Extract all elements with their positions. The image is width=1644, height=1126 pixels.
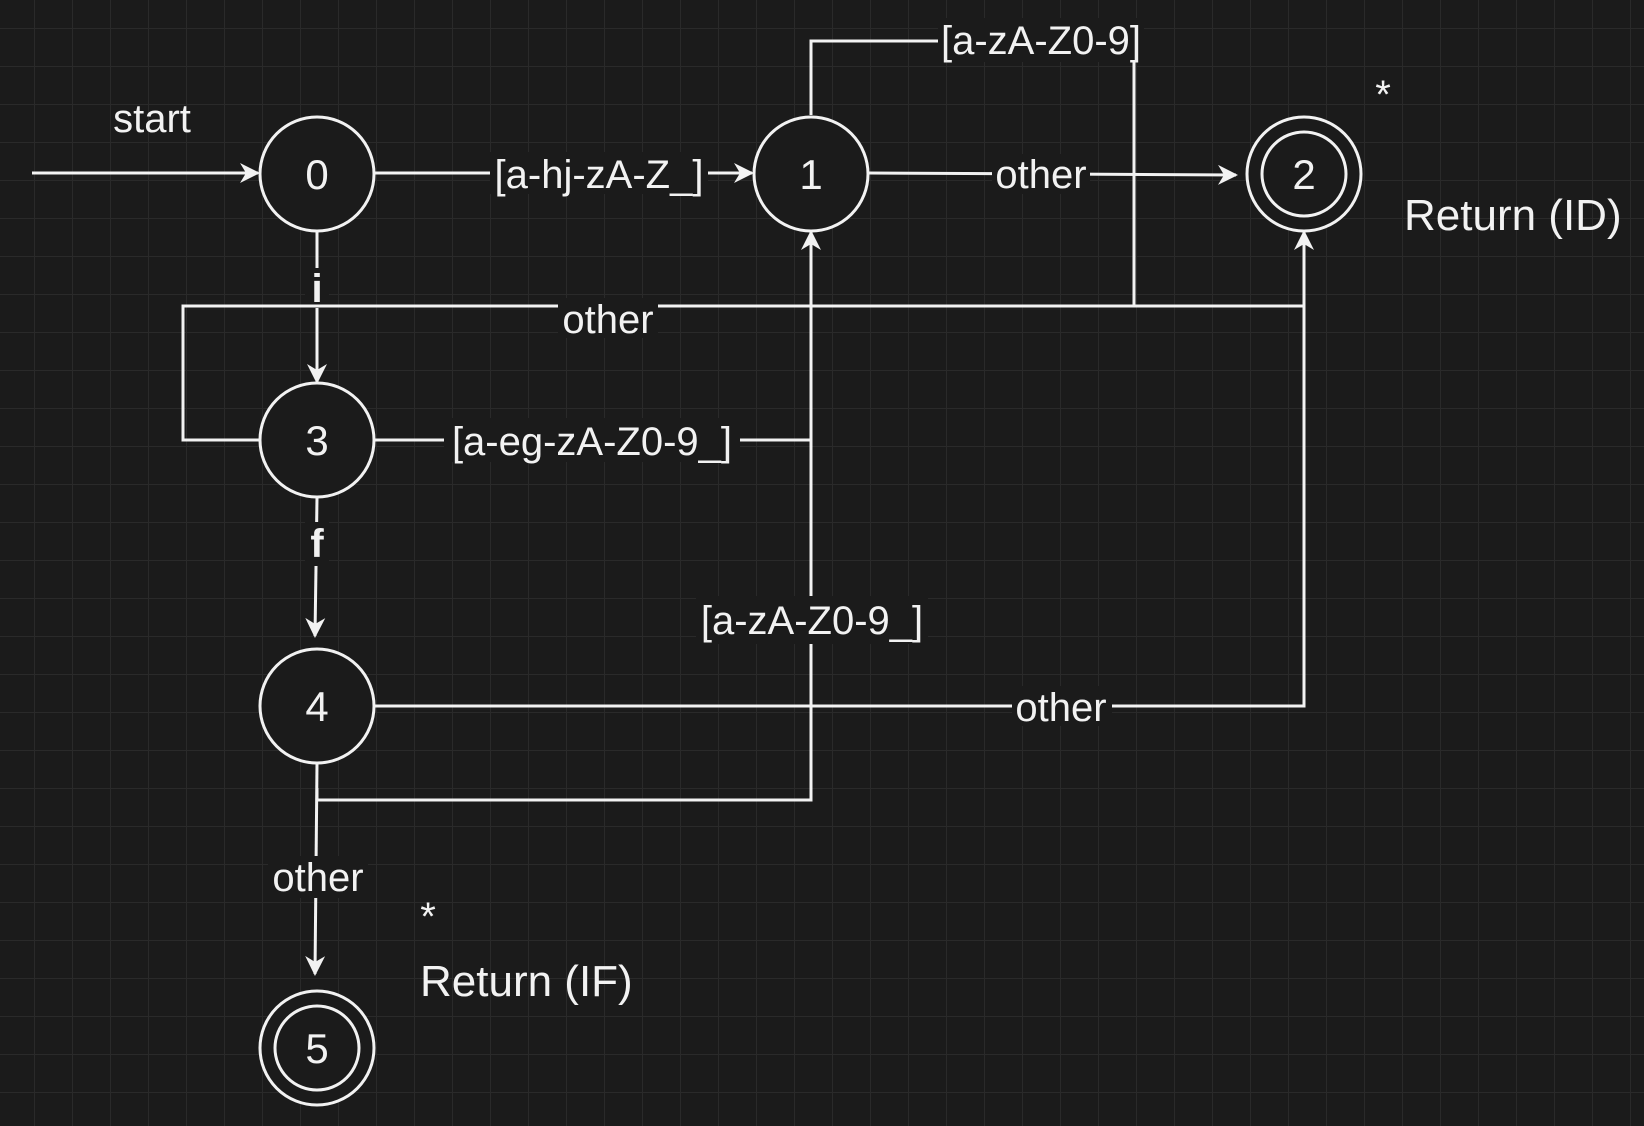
state-4-label: 4 bbox=[305, 683, 328, 730]
return-if-note: Return (IF) bbox=[420, 957, 633, 1006]
return-id-note: Return (ID) bbox=[1404, 191, 1622, 240]
edge-0-to-3-label-bg bbox=[305, 268, 329, 308]
start-label: start bbox=[113, 97, 191, 141]
edge-3-to-2-label: other bbox=[562, 298, 653, 342]
edge-4-to-5-label-bg bbox=[268, 856, 368, 898]
edge-1-loop-label: [a-zA-Z0-9] bbox=[941, 19, 1141, 63]
state-3-label: 3 bbox=[305, 417, 328, 464]
edge-0-to-1-label: [a-hj-zA-Z_] bbox=[495, 153, 704, 197]
edge-3-to-1-label: [a-eg-zA-Z0-9_] bbox=[452, 420, 732, 464]
edge-0-to-1-label-bg bbox=[490, 152, 708, 194]
state-0-circle bbox=[258, 115, 376, 233]
state-5-inner-circle bbox=[273, 1004, 361, 1092]
id-star-note: * bbox=[1375, 73, 1391, 117]
edge-3-to-2-label-bg bbox=[558, 298, 658, 338]
edge-1-to-2-label: other bbox=[995, 153, 1086, 197]
if-star-note: * bbox=[420, 895, 436, 939]
edge-1-loop-label-bg bbox=[938, 18, 1144, 62]
edge-3-to-4 bbox=[305, 497, 326, 638]
state-1-label: 1 bbox=[799, 151, 822, 198]
state-3: 3 bbox=[258, 381, 376, 499]
edge-3-to-1-label-bg bbox=[444, 418, 740, 462]
edge-3-to-4-label: f bbox=[310, 522, 324, 566]
edge-4-to-1-label-bg bbox=[696, 596, 928, 644]
edge-4-to-5-label: other bbox=[272, 856, 363, 900]
edge-4-to-2-label-bg bbox=[1012, 686, 1112, 726]
state-4: 4 bbox=[258, 647, 376, 765]
edge-3-to-4-label-bg bbox=[305, 522, 329, 566]
state-3-circle bbox=[258, 381, 376, 499]
state-1: 1 bbox=[752, 115, 870, 233]
state-2: 2 bbox=[1245, 115, 1363, 233]
state-2-inner-circle bbox=[1260, 130, 1348, 218]
state-0-label: 0 bbox=[305, 151, 328, 198]
state-4-circle bbox=[258, 647, 376, 765]
edge-4-to-2-label: other bbox=[1015, 686, 1106, 730]
state-0: 0 bbox=[258, 115, 376, 233]
edge-1-to-2-label-bg bbox=[992, 154, 1090, 194]
edge-4-to-1-label: [a-zA-Z0-9_] bbox=[701, 599, 923, 643]
state-2-label: 2 bbox=[1292, 151, 1315, 198]
edge-0-to-3-label: i bbox=[311, 267, 322, 311]
state-5-label: 5 bbox=[305, 1025, 328, 1072]
state-5: 5 bbox=[258, 989, 376, 1107]
state-1-circle bbox=[752, 115, 870, 233]
edge-4-to-2 bbox=[374, 232, 1306, 708]
